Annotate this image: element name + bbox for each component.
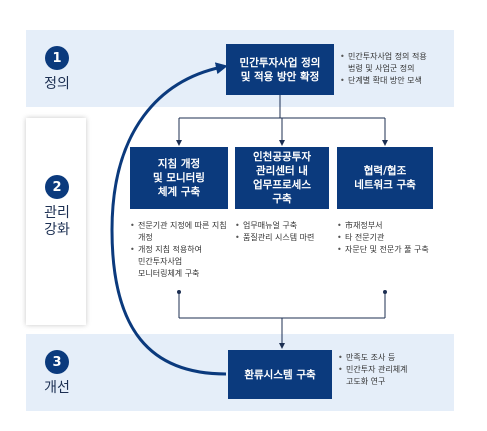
notes-feedback: 만족도 조사 등 민간투자 관리체계 고도화 연구 <box>338 352 448 388</box>
box-center-label: 인천공공투자 관리센터 내 업무프로세스 구축 <box>253 151 311 205</box>
stage-improve: 3 개선 <box>26 350 88 397</box>
note-item: 타 전문기관 <box>337 232 449 244</box>
note-item: 단계별 확대 방안 모색 <box>340 75 450 87</box>
manage-band <box>26 118 86 325</box>
stage-number-1: 1 <box>45 46 69 70</box>
note-item: 품질관리 시스템 마련 <box>235 232 335 244</box>
box-feedback-label: 환류시스템 구축 <box>244 368 316 381</box>
stage-number-2: 2 <box>45 175 69 199</box>
notes-center: 업무매뉴얼 구축 품질관리 시스템 마련 <box>235 220 335 244</box>
box-feedback-system: 환류시스템 구축 <box>228 350 332 399</box>
notes-guideline: 전문기관 지정에 따른 지침 개정 개정 지침 적용하여 민간투자사업 모니터링… <box>130 220 236 280</box>
stage-define: 1 정의 <box>26 46 88 93</box>
note-item: 개정 지침 적용하여 민간투자사업 모니터링체계 구축 <box>130 244 236 280</box>
stage-label-improve: 개선 <box>44 380 70 396</box>
note-item: 민간투자 관리체계 고도화 연구 <box>338 364 448 388</box>
stage-label-define: 정의 <box>44 76 70 92</box>
box-center-process: 인천공공투자 관리센터 내 업무프로세스 구축 <box>235 147 329 209</box>
note-item: 민간투자사업 정의 적용 법령 및 사업군 정의 <box>340 51 450 75</box>
note-item: 업무매뉴얼 구축 <box>235 220 335 232</box>
box-define-label: 민간투자사업 정의 및 적용 방안 확정 <box>239 56 321 83</box>
note-item: 전문기관 지정에 따른 지침 개정 <box>130 220 236 244</box>
merge-connector <box>177 290 387 349</box>
notes-define: 민간투자사업 정의 적용 법령 및 사업군 정의 단계별 확대 방안 모색 <box>340 51 450 87</box>
note-item: 자문단 및 전문가 풀 구축 <box>337 244 449 256</box>
stage-manage: 2 관리 강화 <box>26 175 88 239</box>
branch-connector <box>176 95 388 146</box>
stage-label-manage: 관리 강화 <box>44 205 70 238</box>
box-cooperation-network: 협력/협조 네트워크 구축 <box>337 147 433 209</box>
box-network-label: 협력/협조 네트워크 구축 <box>354 165 416 191</box>
note-item: 만족도 조사 등 <box>338 352 448 364</box>
note-item: 市재정부서 <box>337 220 449 232</box>
stage-number-3: 3 <box>45 350 69 374</box>
feedback-arc <box>110 62 228 376</box>
box-guideline-monitoring: 지침 개정 및 모니터링 체계 구축 <box>130 147 228 209</box>
box-define-private-investment: 민간투자사업 정의 및 적용 방안 확정 <box>226 44 334 95</box>
notes-network: 市재정부서 타 전문기관 자문단 및 전문가 풀 구축 <box>337 220 449 256</box>
box-guideline-label: 지침 개정 및 모니터링 체계 구축 <box>153 158 205 198</box>
